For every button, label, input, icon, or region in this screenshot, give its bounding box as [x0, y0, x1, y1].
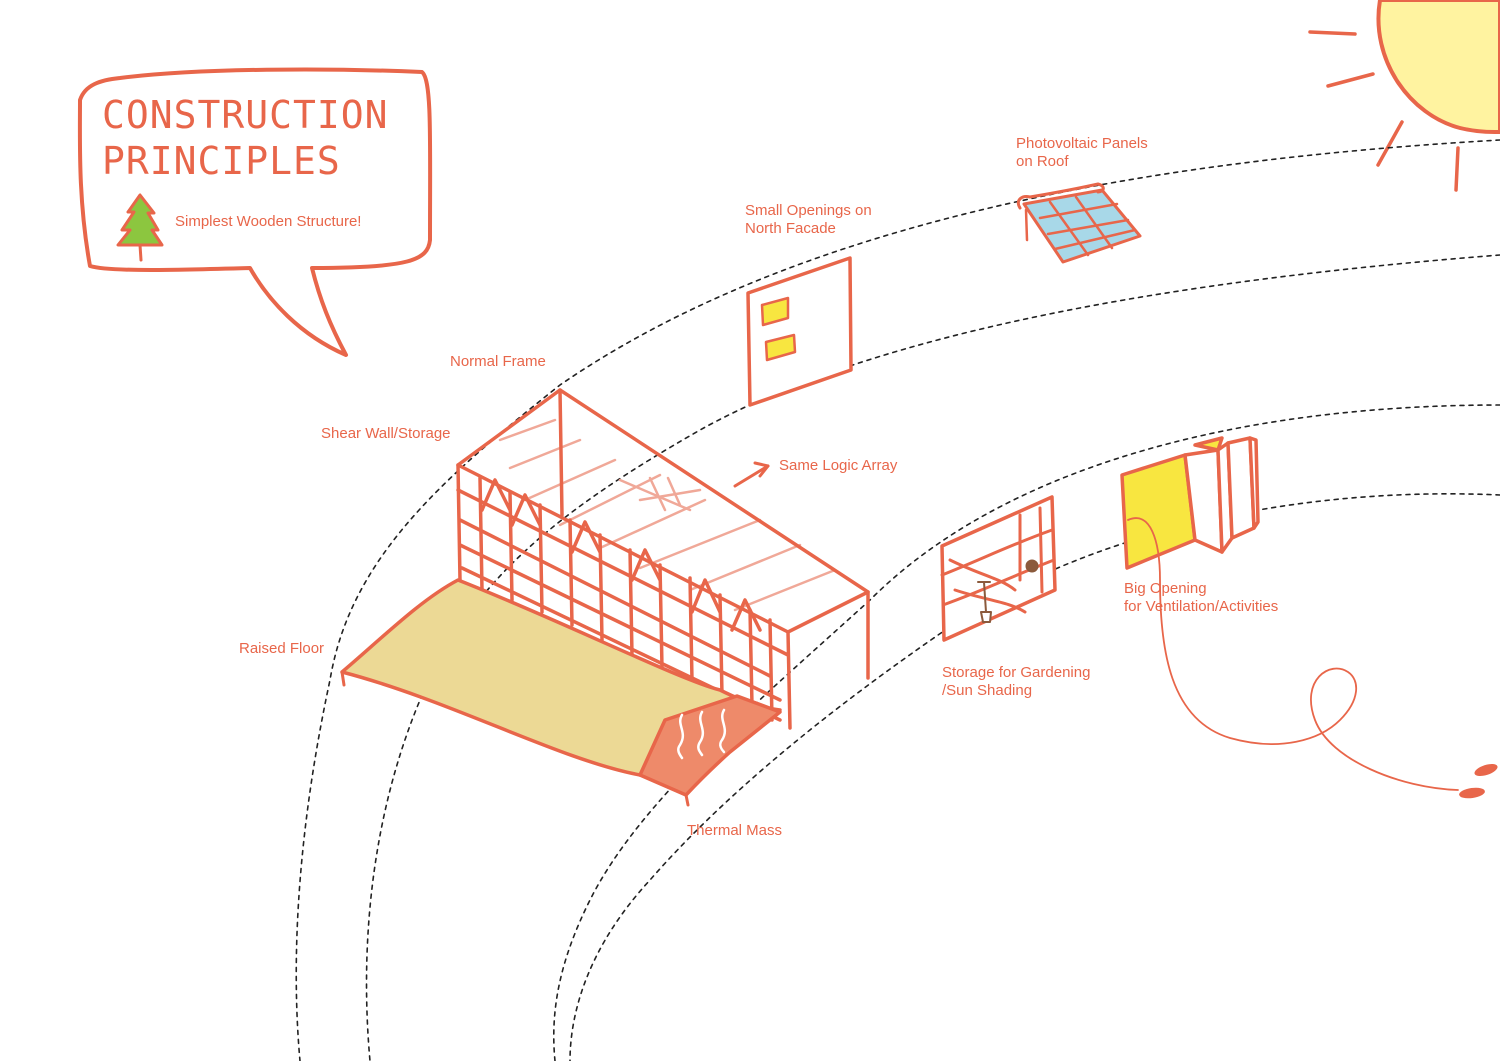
label-raised-floor: Raised Floor [239, 640, 325, 657]
loop-path [1127, 517, 1459, 791]
footprints-icon [1459, 763, 1498, 799]
title-line-2: PRINCIPLES [102, 139, 341, 183]
window-panel-icon [746, 256, 853, 407]
label-same-logic: Same Logic Array [779, 457, 898, 474]
pot-icon [1025, 559, 1039, 573]
label-thermal-mass: Thermal Mass [687, 822, 783, 839]
label-storage: Storage for Gardening /Sun Shading [942, 664, 1091, 699]
heat-waves-icon [677, 708, 727, 760]
storage-panel-icon [940, 495, 1057, 642]
label-big-opening: Big Opening for Ventilation/Activities [1124, 580, 1279, 615]
page-title: CONSTRUCTION PRINCIPLES [102, 92, 389, 184]
title-line-1: CONSTRUCTION [102, 93, 389, 137]
speech-bubble-icon [77, 67, 433, 357]
shovel-icon [977, 581, 992, 623]
arrow-right-icon [733, 461, 770, 488]
solar-panel-icon [1016, 182, 1142, 264]
sun-icon [1308, 0, 1500, 192]
label-normal-frame: Normal Frame [450, 353, 546, 370]
tree-icon [116, 193, 164, 262]
label-shear-wall: Shear Wall/Storage [321, 425, 451, 442]
wooden-frame-structure [456, 388, 870, 730]
subtitle: Simplest Wooden Structure! [175, 213, 362, 230]
folding-screen-icon [1120, 436, 1260, 570]
label-small-openings: Small Openings on North Facade [745, 202, 872, 237]
label-photovoltaic: Photovoltaic Panels on Roof [1016, 135, 1148, 170]
